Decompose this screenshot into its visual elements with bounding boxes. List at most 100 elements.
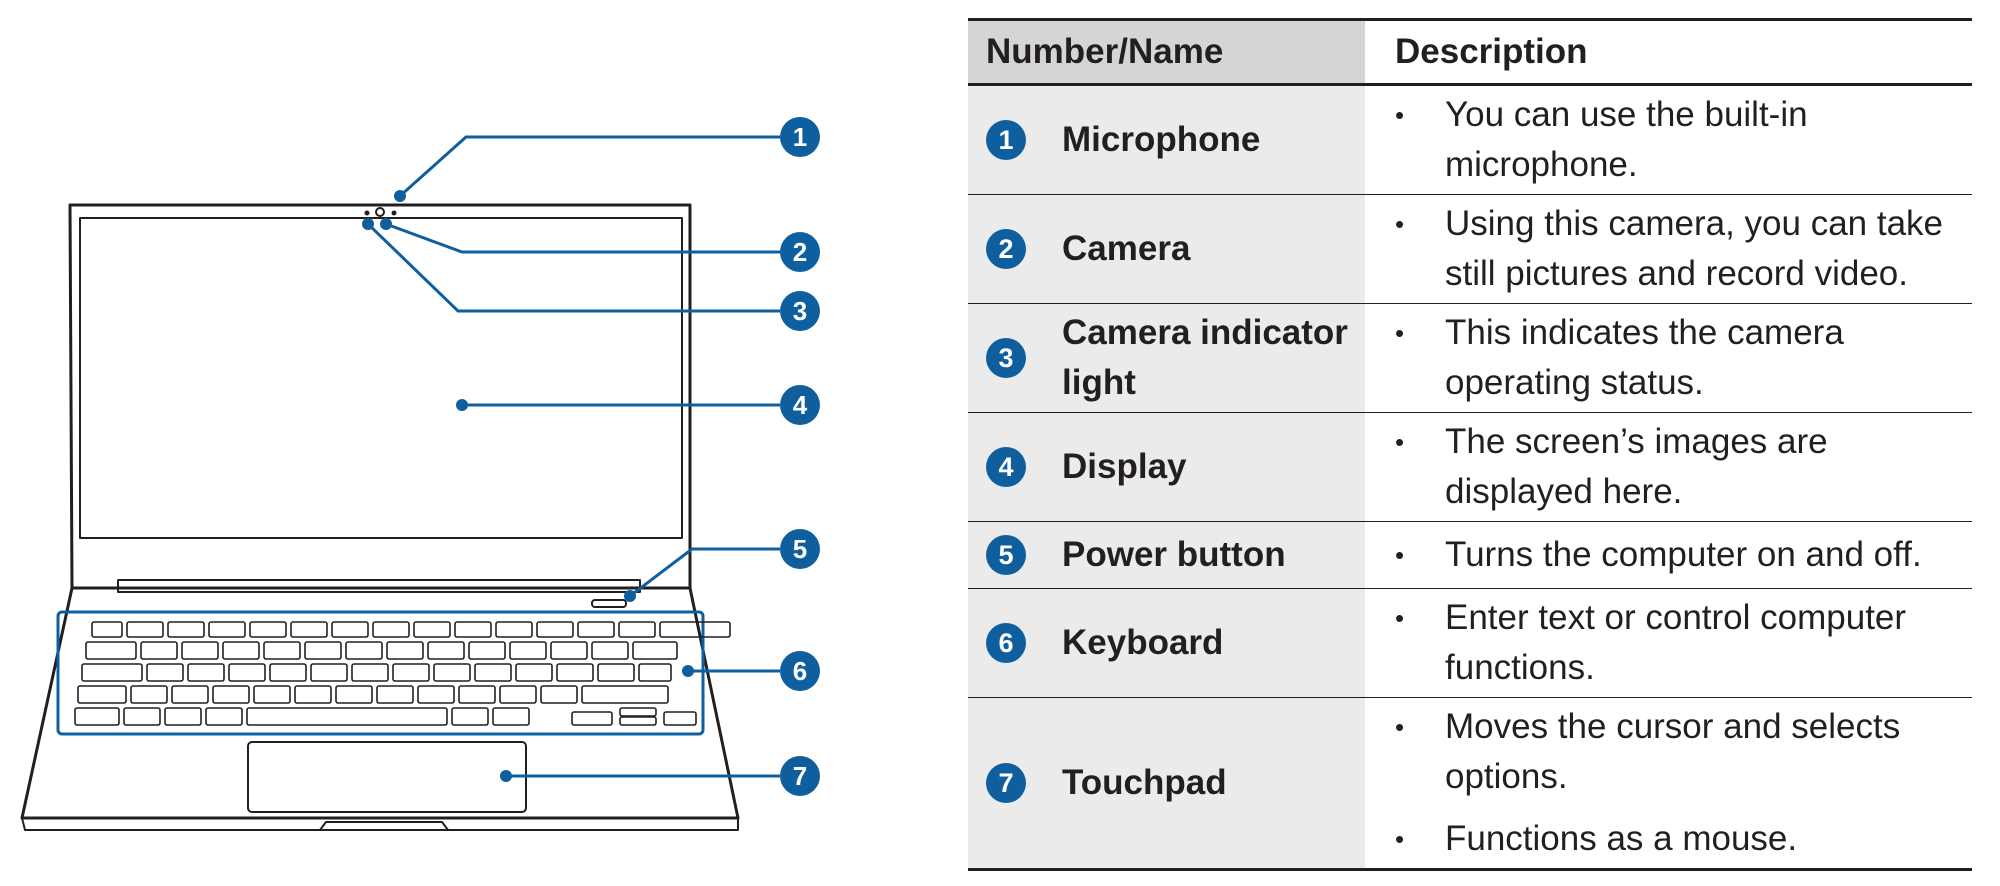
part-number-badge: 5 [986, 535, 1026, 575]
keyboard-key [454, 621, 492, 638]
keyboard-key [618, 621, 656, 638]
leader-5 [629, 547, 780, 598]
keyboard-highlight [56, 610, 705, 736]
part-description-cell: Turns the computer on and off. [1365, 521, 1972, 589]
callout-1 [780, 117, 820, 157]
callout-3-label: 3 [793, 296, 807, 326]
part-name: Microphone [1062, 120, 1261, 159]
part-name: Keyboard [1062, 623, 1224, 662]
part-description-cell: You can use the built-in microphone. [1365, 85, 1972, 195]
keyboard-key [458, 685, 496, 704]
keyboard-key [509, 641, 547, 660]
keyboard-key [130, 685, 168, 704]
description-item: Functions as a mouse. [1395, 814, 1958, 864]
description-item: Enter text or control computer functions… [1395, 593, 1958, 693]
keyboard-key [164, 707, 202, 726]
keyboard-key [550, 641, 588, 660]
keyboard-key [304, 641, 342, 660]
part-description-cell: Moves the cursor and selects options.Fun… [1365, 697, 1972, 870]
description-list: Using this camera, you can take still pi… [1395, 199, 1958, 299]
description-list: Moves the cursor and selects options.Fun… [1395, 702, 1958, 864]
keyboard-key [597, 663, 635, 682]
keyboard-key [663, 711, 697, 726]
laptop-drawing: 1 2 3 4 5 6 7 [20, 117, 820, 831]
part-description-cell: Using this camera, you can take still pi… [1365, 194, 1972, 304]
part-name: Touchpad [1062, 763, 1227, 802]
keyboard-key [140, 641, 178, 660]
leader-2 [385, 222, 780, 254]
power-button-shape [591, 599, 627, 608]
description-list: You can use the built-in microphone. [1395, 90, 1958, 190]
keyboard-key [468, 641, 506, 660]
keyboard-key [427, 641, 465, 660]
keyboard-key [536, 621, 574, 638]
callout-5-label: 5 [793, 534, 807, 564]
parts-table: Number/Name Description 1MicrophoneYou c… [968, 18, 1972, 871]
table-row: 4DisplayThe screen’s images are displaye… [968, 412, 1972, 522]
keyboard-key [171, 685, 209, 704]
keyboard-key [181, 641, 219, 660]
keyboard-key [249, 621, 287, 638]
keyboard-key [376, 685, 414, 704]
keyboard-key [85, 641, 137, 660]
keyboard-key [540, 685, 578, 704]
description-list: Enter text or control computer functions… [1395, 593, 1958, 693]
keyboard-key [386, 641, 424, 660]
description-list: This indicates the camera operating stat… [1395, 308, 1958, 408]
keyboard-key [290, 621, 328, 638]
keyboard-key [492, 707, 530, 726]
part-name: Camera indicator light [1062, 313, 1348, 402]
column-header-description: Description [1365, 19, 1972, 86]
callout-7-label: 7 [793, 761, 807, 791]
keyboard-key [269, 663, 307, 682]
keyboard-key [253, 685, 291, 704]
keyboard-key [581, 685, 669, 704]
part-name-cell: 6 Keyboard [968, 588, 1365, 698]
keyboard-key [123, 707, 161, 726]
keyboard-key [495, 621, 533, 638]
leader-3 [366, 222, 780, 313]
keyboard-key [228, 663, 266, 682]
keyboard-key [310, 663, 348, 682]
keyboard-key [372, 621, 410, 638]
keyboard-key [433, 663, 471, 682]
part-name: Display [1062, 447, 1187, 486]
camera-indicator-dot [391, 210, 397, 216]
keyboard-key [515, 663, 553, 682]
keyboard-key [222, 641, 260, 660]
part-description-cell: Enter text or control computer functions… [1365, 588, 1972, 698]
callout-7 [780, 756, 820, 796]
microphone-dot [364, 210, 370, 216]
description-item: This indicates the camera operating stat… [1395, 308, 1958, 408]
keyboard-key [335, 685, 373, 704]
keyboard-key [474, 663, 512, 682]
table-row: 6 Keyboard Enter text or control computer … [968, 588, 1972, 698]
part-description-cell: The screen’s images are displayed here. [1365, 412, 1972, 522]
keyboard-key [556, 663, 594, 682]
part-number-badge: 1 [986, 120, 1026, 160]
keyboard-key [451, 707, 489, 726]
part-number-badge: 6 [986, 623, 1026, 663]
camera-lens [375, 207, 385, 217]
touchpad-shape [247, 741, 527, 813]
keyboard-key [619, 716, 657, 726]
keyboard-keys [74, 621, 731, 726]
table-row: 1 Microphone You can use the built-in micr… [968, 84, 1972, 195]
callout-1-label: 1 [793, 122, 807, 152]
keyboard-key [345, 641, 383, 660]
keyboard-key [591, 641, 629, 660]
keyboard-key [205, 707, 243, 726]
callout-2 [780, 232, 820, 272]
part-description-cell: This indicates the camera operating stat… [1365, 303, 1972, 413]
keyboard-key [212, 685, 250, 704]
keyboard-key [659, 621, 731, 638]
part-number-badge: 3 [986, 338, 1026, 378]
keyboard-key [81, 663, 143, 682]
keyboard-key [638, 663, 672, 682]
